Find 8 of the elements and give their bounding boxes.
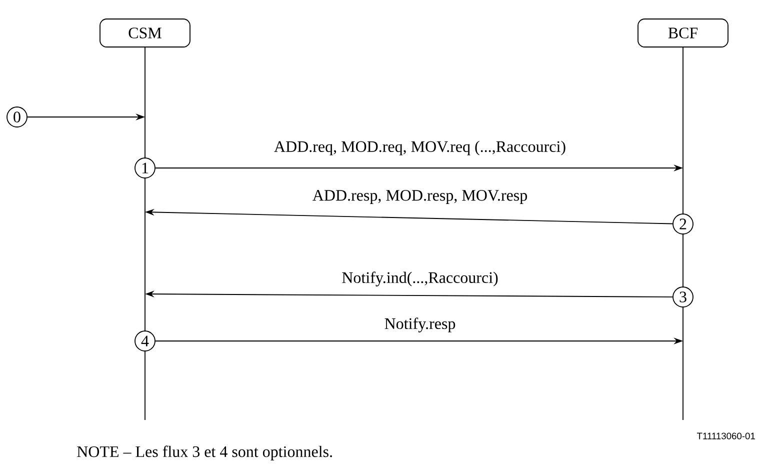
- message-label: ADD.req, MOD.req, MOV.req (...,Raccourci): [274, 140, 566, 156]
- participant-box: BCF: [638, 18, 728, 48]
- message-label: Notify.ind(...,Raccourci): [342, 272, 498, 286]
- figure-number: T11113060-01: [696, 432, 755, 440]
- participant-box: CSM: [100, 18, 190, 48]
- message-label: Notify.resp: [384, 318, 456, 332]
- message-label: ADD.resp, MOD.resp, MOV.resp: [312, 190, 527, 204]
- note-text: NOTE – Les flux 3 et 4 sont optionnels.: [77, 446, 332, 460]
